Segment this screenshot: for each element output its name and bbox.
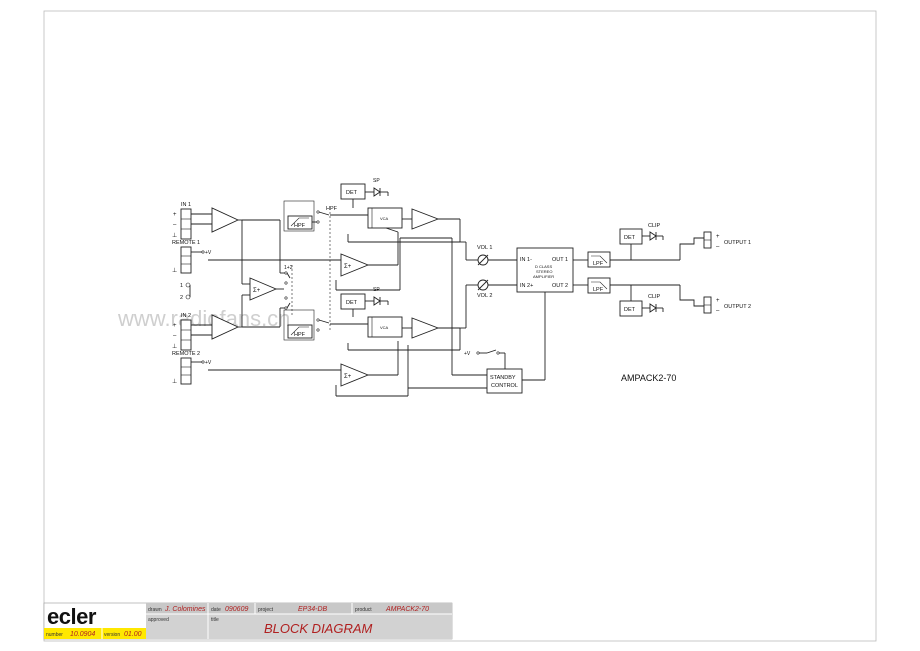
sheet-border [43, 10, 877, 642]
title-block [43, 602, 453, 640]
clip-1-led-icon [649, 231, 657, 241]
project-value: EP34-DB [298, 606, 328, 613]
remote-sum-1 [340, 253, 370, 277]
output-buffer-1 [411, 208, 440, 230]
clip-2-led-icon [649, 303, 657, 313]
input-1-connector [180, 208, 192, 240]
lpf-2-label: LPF [593, 287, 604, 293]
hpf-2-block [287, 324, 313, 339]
in2-ground: ⊥ [172, 343, 177, 350]
drawn-label: drawn [148, 607, 162, 613]
output-2-label: OUTPUT 2 [724, 304, 751, 310]
amp-out2-label: OUT 2 [552, 283, 568, 289]
det-clip-1-label: DET [624, 235, 636, 241]
amp-type-line1: D CLASS [535, 264, 552, 269]
selector-1-label: 1 [180, 283, 183, 289]
vca-1-label: VCA [380, 216, 389, 221]
project-label: project [258, 607, 274, 613]
version-value: 01.00 [124, 631, 142, 638]
amp-in1-label: IN 1- [520, 257, 532, 263]
remote1-label: REMOTE 1 [172, 240, 200, 246]
input-2-connector [180, 319, 192, 351]
hpf-switch-box-2 [283, 309, 315, 341]
clip-2-label: CLIP [648, 294, 661, 300]
amp-type-line3: AMPLIFIER [533, 274, 554, 279]
det-2-sp-label: DET [346, 300, 358, 306]
hpf-1-block [287, 215, 313, 230]
sp-2-label: SP [373, 287, 380, 293]
in1-plus: + [173, 212, 177, 218]
output-1-minus: – [716, 244, 720, 250]
output-1-plus: + [716, 234, 720, 240]
class-d-amplifier [516, 247, 574, 293]
selector-2-jack [185, 294, 191, 300]
remote-sum-1-label: Σ+ [344, 264, 352, 270]
standby-line1: STANDBY [490, 375, 516, 381]
in1-minus: – [173, 222, 177, 228]
vca-2-label: VCA [380, 325, 389, 330]
date-value: 090609 [225, 606, 248, 613]
remote2-ground: ⊥ [172, 378, 177, 385]
remote1-ground: ⊥ [172, 267, 177, 274]
amp-in2-label: IN 2+ [520, 283, 533, 289]
standby-plusv: +V [464, 351, 471, 357]
remote-1-connector [180, 246, 192, 274]
hpf-2-label: HPF [294, 332, 306, 338]
hpf-switch-label: HPF [326, 206, 338, 212]
hpf-1-label: HPF [294, 223, 306, 229]
sp-2-led-icon [373, 296, 381, 306]
remote-2-connector [180, 357, 192, 385]
sel12-label: 1+2 [284, 265, 293, 271]
mix-sum-label: Σ+ [253, 288, 261, 294]
output-1-label: OUTPUT 1 [724, 240, 751, 246]
model-label: AMPACK2-70 [621, 373, 676, 383]
product-label: product [355, 607, 372, 613]
lpf-1-label: LPF [593, 261, 604, 267]
remote-sum-2 [340, 363, 370, 387]
ecler-logo: ecler [47, 604, 97, 629]
in2-minus: – [173, 333, 177, 339]
version-label: version [104, 632, 120, 638]
vca-1 [367, 207, 403, 229]
standby-control [486, 368, 523, 394]
number-value: 10.0904 [70, 631, 95, 638]
remote2-plusv: +V [205, 360, 212, 366]
output-2-minus: – [716, 308, 720, 314]
input-2-buffer [211, 314, 240, 340]
det-clip-2-label: DET [624, 307, 636, 313]
amp-type-line2: STEREO [536, 269, 552, 274]
hpf-switch-box-1 [283, 200, 315, 232]
vol-2-label: VOL 2 [477, 293, 492, 299]
product-value: AMPACK2-70 [385, 606, 429, 613]
selector-1-jack [185, 282, 191, 288]
mix-sum-amp [249, 277, 278, 301]
in1-label: IN 1 [181, 202, 191, 208]
remote1-plusv: +V [205, 250, 212, 256]
in2-label: IN 2 [181, 313, 191, 319]
standby-line2: CONTROL [491, 383, 518, 389]
number-label: number [46, 632, 63, 638]
title-value: BLOCK DIAGRAM [264, 621, 373, 636]
output-buffer-2 [411, 317, 440, 339]
remote-sum-2-label: Σ+ [344, 374, 352, 380]
in2-plus: + [173, 323, 177, 329]
approved-label: approved [148, 617, 169, 623]
clip-1-label: CLIP [648, 223, 661, 229]
in1-ground: ⊥ [172, 232, 177, 239]
det-1-sp-label: DET [346, 190, 358, 196]
date-label: date [211, 607, 221, 613]
vol-1-label: VOL 1 [477, 245, 492, 251]
selector-2-label: 2 [180, 295, 183, 301]
sp-1-label: SP [373, 178, 380, 184]
amp-out1-label: OUT 1 [552, 257, 568, 263]
sp-1-led-icon [373, 187, 381, 197]
title-label: title [211, 617, 219, 623]
remote2-label: REMOTE 2 [172, 351, 200, 357]
output-2-plus: + [716, 298, 720, 304]
input-1-buffer [211, 207, 240, 233]
vca-2 [367, 316, 403, 338]
drawn-value: J. Colomines [164, 606, 206, 613]
